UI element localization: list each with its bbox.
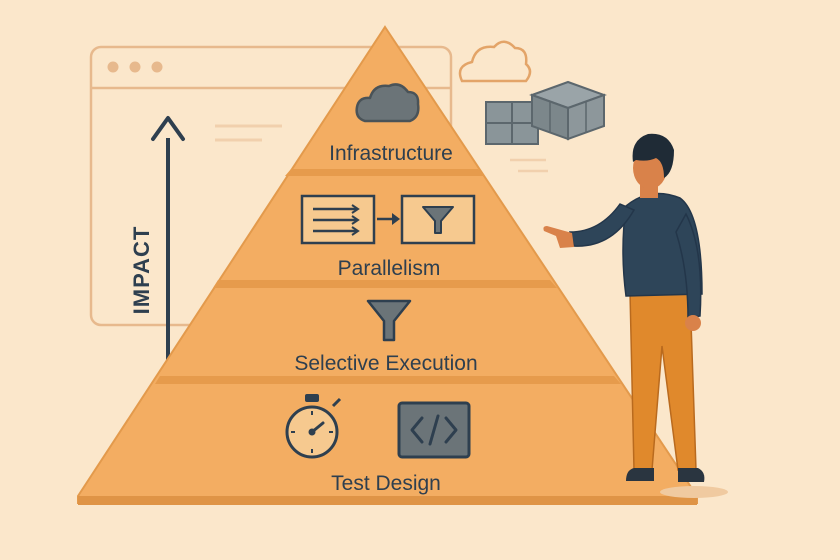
tier-label-selective-execution: Selective Execution	[294, 352, 477, 375]
cube-icon	[529, 80, 607, 141]
speed-lines	[510, 158, 548, 173]
grid-box-icon	[485, 101, 539, 145]
person-illustration	[543, 133, 728, 498]
tier-infrastructure: Infrastructure	[329, 83, 453, 165]
cloud-icon	[355, 83, 420, 123]
parallel-flow-icon	[300, 194, 476, 245]
tier-selective-execution: Selective Execution	[294, 299, 478, 375]
tier-parallelism: Parallelism	[300, 194, 476, 280]
impact-axis: IMPACT	[129, 116, 185, 370]
cloud-outline-icon	[458, 40, 532, 83]
tier-test-design: Test Design	[285, 394, 471, 495]
stopwatch-icon	[285, 394, 342, 459]
code-icon	[397, 401, 471, 459]
tier-label-test-design: Test Design	[331, 472, 441, 495]
pyramid	[77, 25, 698, 505]
impact-axis-label: IMPACT	[129, 226, 154, 315]
tier-label-parallelism: Parallelism	[338, 257, 441, 280]
funnel-icon	[366, 299, 412, 342]
tier-label-infrastructure: Infrastructure	[329, 142, 453, 165]
